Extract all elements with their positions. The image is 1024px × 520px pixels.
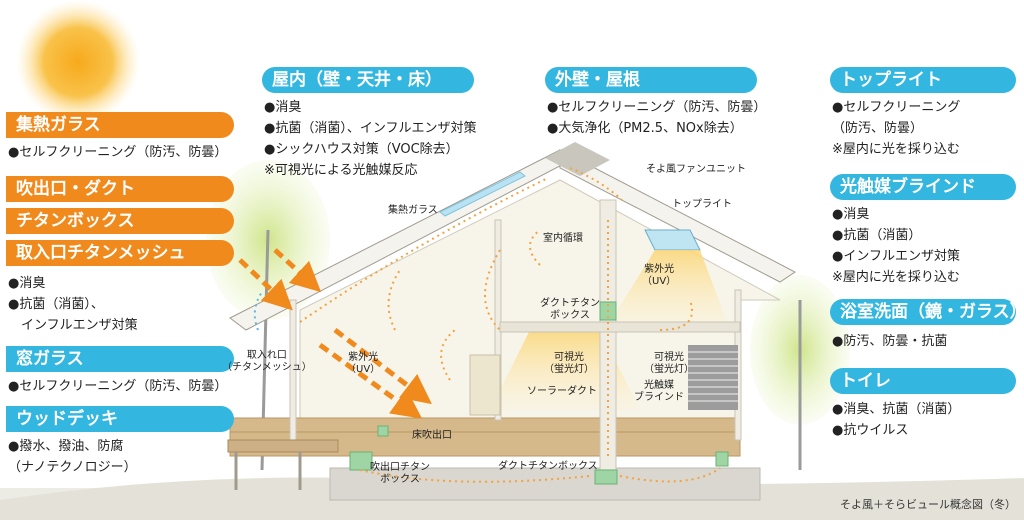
window-glass-title: 窓ガラス <box>6 346 234 372</box>
bath-items: ●防汚、防曇・抗菌 <box>832 331 947 352</box>
roof-ridge <box>545 142 610 176</box>
list-item: ●抗菌（消菌） <box>832 228 922 243</box>
deck-legs <box>234 452 302 490</box>
label-duct-box: ダクトチタンボックス <box>540 298 600 321</box>
intake-mesh-items: ●消臭 ●抗菌（消菌）、 インフルエンザ対策 <box>8 273 138 336</box>
list-item: ※屋内に光を採り込む <box>832 142 960 157</box>
uv-light-cone <box>605 250 730 330</box>
glass-collector <box>439 171 526 217</box>
outlet-right <box>715 451 729 467</box>
post <box>494 219 502 421</box>
list-item: ●抗ウイルス <box>832 423 909 438</box>
label-outlet-box: 吹出口チタンボックス <box>370 462 430 485</box>
label-toplight: トップライト <box>672 199 732 210</box>
label-solar-duct: ソーラーダクト <box>527 386 597 397</box>
sunlight-arrows <box>238 248 432 419</box>
list-item: ※屋内に光を採り込む <box>832 270 960 285</box>
outlet-duct-title: 吹出口・ダクト <box>6 176 234 202</box>
list-item: ●セルフクリーニング（防汚、防曇） <box>8 145 228 160</box>
list-item: ●抗菌（消菌）、 <box>8 297 104 312</box>
label-glass: 集熱ガラス <box>388 205 438 216</box>
label-circulation: 室内循環 <box>543 233 583 244</box>
list-item: ●消臭、抗菌（消菌） <box>832 402 961 417</box>
list-item: ●消臭 <box>264 100 302 115</box>
list-item: ●撥水、撥油、防腐 <box>8 439 124 454</box>
bath-title: 浴室洗面（鏡・ガラス） <box>830 299 1024 325</box>
list-item: ●防汚、防曇・抗菌 <box>832 334 948 349</box>
toilet-title: トイレ <box>830 368 1016 394</box>
glass-title: 集熱ガラス <box>6 112 234 138</box>
list-item: ●シックハウス対策（VOC除去） <box>264 142 459 157</box>
blind-items: ●消臭 ●抗菌（消菌） ●インフルエンザ対策 ※屋内に光を採り込む <box>832 204 960 288</box>
label-intake: 取入れ口（チタンメッシュ） <box>222 350 312 373</box>
intake-mesh-title: 取入口チタンメッシュ <box>6 240 234 266</box>
list-item: ●大気浄化（PM2.5、NOx除去） <box>547 121 743 136</box>
list-item: ●セルフクリーニング <box>832 100 961 115</box>
list-item: ※可視光による光触媒反応 <box>264 163 418 178</box>
fresh-air-arrows <box>253 291 263 331</box>
list-item: （ナノテクノロジー） <box>8 460 137 475</box>
list-item: インフルエンザ対策 <box>8 318 138 333</box>
label-visible-right: 可視光（蛍光灯） <box>644 352 694 375</box>
list-item: ●消臭 <box>832 207 870 222</box>
label-uv-right: 紫外光（UV） <box>642 264 677 287</box>
blind-title: 光触媒ブラインド <box>830 174 1016 200</box>
label-duct-box-bottom: ダクトチタンボックス <box>498 461 598 472</box>
label-uv-left: 紫外光（UV） <box>346 352 381 375</box>
list-item: ●消臭 <box>8 276 46 291</box>
duct-titan-box-bottom <box>594 469 618 485</box>
photocatalyst-blind <box>688 345 738 410</box>
label-photo-blind: 光触媒ブラインド <box>634 380 684 403</box>
wood-deck <box>227 439 339 453</box>
titan-box-title: チタンボックス <box>6 208 234 234</box>
exterior-items: ●セルフクリーニング（防汚、防曇） ●大気浄化（PM2.5、NOx除去） <box>547 97 766 139</box>
figure-caption: そよ風＋そらビュール概念図（冬） <box>840 498 1016 511</box>
list-item: ●セルフクリーニング（防汚、防曇） <box>547 100 767 115</box>
label-fan-unit: そよ風ファンユニット <box>646 164 746 175</box>
list-item: （防汚、防曇） <box>832 121 924 136</box>
list-item: ●インフルエンザ対策 <box>832 249 960 264</box>
wood-deck-title: ウッドデッキ <box>6 406 234 432</box>
skylight <box>644 229 701 251</box>
interior-items: ●消臭 ●抗菌（消菌）、インフルエンザ対策 ●シックハウス対策（VOC除去） ※… <box>264 97 476 181</box>
label-visible-center: 可視光（蛍光灯） <box>544 352 594 375</box>
glass-items: ●セルフクリーニング（防汚、防曇） <box>8 142 227 163</box>
sun-icon <box>16 0 140 124</box>
outlet-titan-box <box>349 451 373 471</box>
list-item: ●抗菌（消菌）、インフルエンザ対策 <box>264 121 477 136</box>
label-floor-outlet: 床吹出口 <box>412 430 452 441</box>
window-glass-items: ●セルフクリーニング（防汚、防曇） <box>8 376 227 397</box>
toplight-items: ●セルフクリーニング （防汚、防曇） ※屋内に光を採り込む <box>832 97 960 160</box>
toilet-items: ●消臭、抗菌（消菌） ●抗ウイルス <box>832 399 960 441</box>
toplight-title: トップライト <box>830 67 1016 93</box>
window <box>469 354 501 416</box>
exterior-title: 外壁・屋根 <box>545 67 757 93</box>
wood-deck-items: ●撥水、撥油、防腐 （ナノテクノロジー） <box>8 436 137 478</box>
floor-outlet <box>377 425 389 437</box>
blind-slats <box>688 351 738 402</box>
list-item: ●セルフクリーニング（防汚、防曇） <box>8 379 228 394</box>
interior-title: 屋内（壁・天井・床） <box>262 67 474 93</box>
foundation <box>329 467 761 501</box>
loft-beam <box>499 321 741 333</box>
air-flow-arrows <box>299 167 721 483</box>
